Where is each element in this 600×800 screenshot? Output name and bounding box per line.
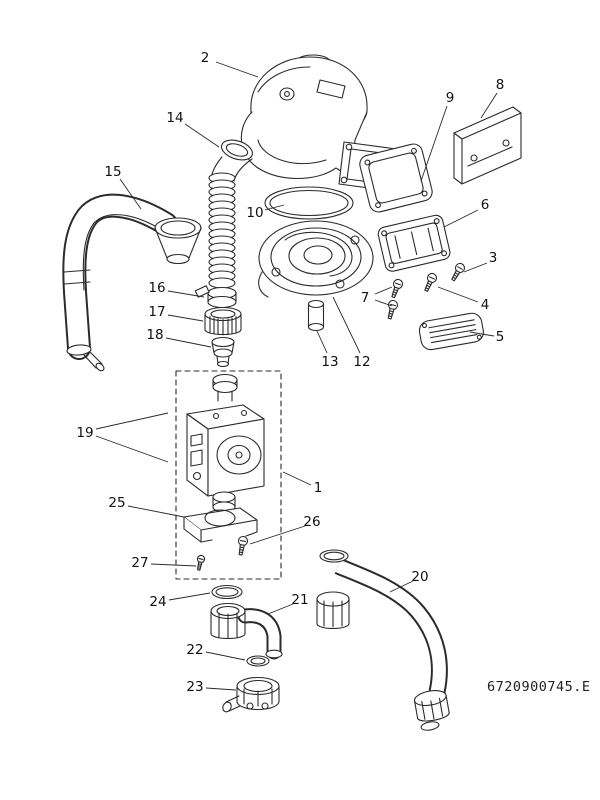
washer-drawing [247, 656, 269, 666]
callout-7: 7 [361, 290, 370, 306]
gas-cock-drawing [221, 678, 279, 714]
callout-23: 23 [186, 679, 203, 695]
leader-line-21 [268, 604, 293, 614]
gas-supply-pipe-drawing [317, 550, 450, 732]
callout-19: 19 [76, 425, 93, 441]
leader-line-17 [168, 315, 203, 321]
leader-line-9 [421, 106, 447, 181]
leader-line-16 [168, 291, 204, 297]
leader-line-10 [265, 205, 284, 210]
leader-line-18 [166, 338, 211, 347]
corrugated-hose-drawing [209, 136, 255, 288]
screw-27-drawing [194, 554, 206, 572]
leader-line-19 [96, 413, 168, 429]
restrictor-drawing [212, 338, 234, 367]
leader-lines-layer [96, 62, 497, 690]
callout-24: 24 [149, 594, 166, 610]
leader-line-23 [206, 688, 236, 690]
leader-line-12 [333, 297, 360, 353]
leader-line-26 [250, 526, 305, 544]
leader-line-8 [481, 93, 497, 118]
fan-assembly-drawing [241, 55, 404, 192]
leader-line-20 [390, 581, 413, 592]
cover-plate-drawing [377, 214, 451, 273]
callout-9: 9 [446, 90, 455, 106]
screw-26-drawing [235, 535, 249, 557]
callout-10: 10 [246, 205, 263, 221]
leader-line-25 [128, 506, 184, 517]
o-ring-small-drawing [212, 586, 242, 599]
leader-line-7 [375, 287, 392, 294]
hose-clamp-drawing [195, 286, 236, 308]
leader-line-3 [464, 263, 487, 272]
leader-line-22 [206, 652, 245, 660]
leader-line-19 [96, 436, 168, 462]
leader-line-24 [169, 593, 210, 600]
callout-4: 4 [481, 297, 490, 313]
callout-18: 18 [146, 327, 163, 343]
callout-17: 17 [148, 304, 165, 320]
valve-bracket-drawing [184, 508, 257, 542]
document-reference: 6720900745.E [487, 679, 591, 695]
screw-4-drawing [421, 271, 439, 294]
assembly-boundary-box [176, 371, 281, 579]
o-ring-large-drawing [265, 187, 353, 219]
callout-labels-layer: 2 8 9 14 15 10 6 3 4 7 5 16 17 18 13 12 19 1 25 26 27 24 21 20 2… [76, 50, 504, 695]
fan-housing-base-drawing [259, 221, 373, 331]
leader-line-14 [185, 124, 219, 147]
callout-5: 5 [496, 329, 505, 345]
callout-13: 13 [321, 354, 338, 370]
callout-6: 6 [481, 197, 490, 213]
screw-7b-drawing [384, 298, 400, 321]
elbow-fitting-drawing [211, 604, 282, 658]
leader-line-6 [444, 210, 478, 227]
leader-line-13 [317, 331, 327, 353]
callout-26: 26 [303, 514, 320, 530]
callout-16: 16 [148, 280, 165, 296]
callout-2: 2 [201, 50, 210, 66]
callout-3: 3 [489, 250, 498, 266]
callout-1: 1 [314, 480, 323, 496]
gas-valve-drawing [187, 375, 264, 513]
leader-line-7 [375, 300, 392, 306]
leader-line-1 [283, 472, 311, 485]
leader-line-2 [216, 62, 258, 77]
leader-line-27 [151, 564, 196, 566]
leader-line-5 [470, 332, 494, 336]
screw-3-drawing [448, 261, 467, 283]
screw-7a-drawing [388, 277, 405, 300]
silencer-grille-drawing [418, 312, 485, 351]
callout-25: 25 [108, 495, 125, 511]
callout-20: 20 [411, 569, 428, 585]
callout-14: 14 [166, 110, 183, 126]
flange-gasket-drawing [358, 142, 434, 214]
callout-8: 8 [496, 77, 505, 93]
flue-duct-drawing [64, 206, 201, 373]
leader-line-15 [120, 179, 141, 209]
leader-line-4 [438, 287, 478, 302]
callout-12: 12 [353, 354, 370, 370]
mounting-plate-drawing [454, 107, 521, 184]
callout-21: 21 [291, 592, 308, 608]
callout-15: 15 [104, 164, 121, 180]
air-intake-ring-drawing [205, 308, 241, 336]
callout-22: 22 [186, 642, 203, 658]
callout-27: 27 [131, 555, 148, 571]
